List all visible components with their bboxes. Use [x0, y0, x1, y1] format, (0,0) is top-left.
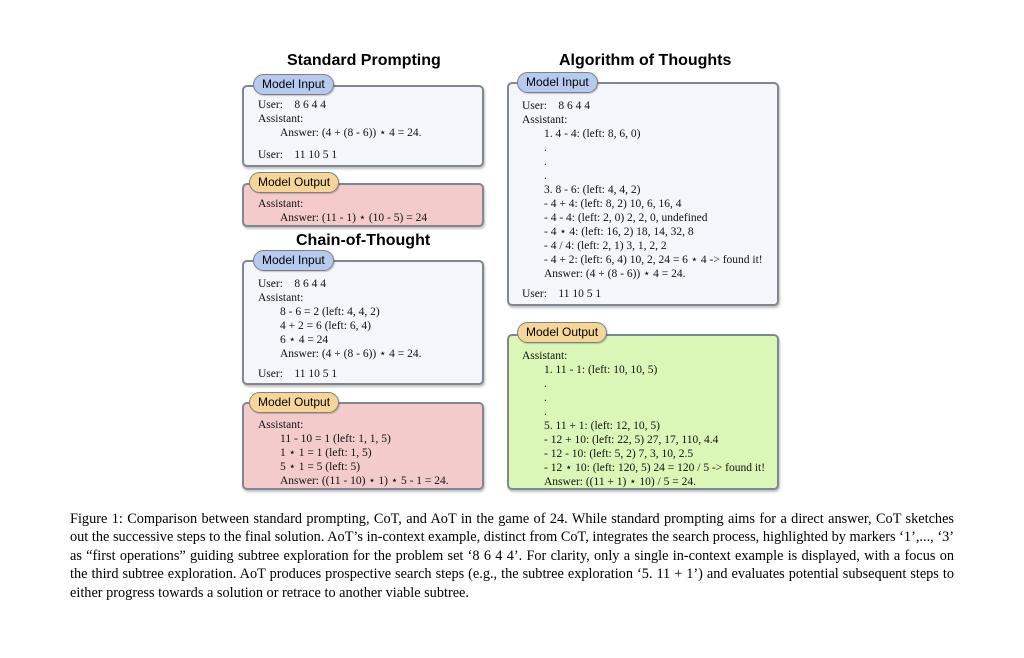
aot-input-line-sub1: - 4 + 4: (left: 8, 2) 10, 6, 16, 4 [544, 198, 682, 210]
aot-model-output-label: Model Output [517, 322, 608, 343]
aot-input-line-op3: 3. 8 - 6: (left: 4, 4, 2) [544, 184, 641, 196]
aot-model-input-label: Model Input [517, 72, 598, 93]
standard-input-box: User: 8 6 4 4 Assistant: Answer: (4 + (8… [242, 85, 484, 167]
cot-model-output-label: Model Output [249, 392, 340, 413]
chain-of-thought-title: Chain-of-Thought [296, 232, 431, 249]
aot-output-line-dot1: . [544, 378, 547, 390]
standard-prompting-title: Standard Prompting [287, 52, 441, 69]
std-input-line-assistant: Assistant: [258, 113, 304, 125]
cot-input-line-answer: Answer: (4 + (8 - 6)) ⋆ 4 = 24. [280, 348, 422, 360]
cot-input-line-assistant: Assistant: [258, 292, 304, 304]
cot-input-line-step3: 6 ⋆ 4 = 24 [280, 334, 329, 346]
std-input-line-user: User: 8 6 4 4 [258, 99, 327, 111]
aot-input-line-answer: Answer: (4 + (8 - 6)) ⋆ 4 = 24. [544, 268, 686, 280]
aot-input-box: User: 8 6 4 4 Assistant: 1. 4 - 4: (left… [507, 82, 779, 306]
cot-output-line-step2: 1 ⋆ 1 = 1 (left: 1, 5) [280, 447, 372, 459]
cot-output-box: Assistant: 11 - 10 = 1 (left: 1, 1, 5) 1… [242, 402, 484, 490]
aot-output-line-dot3: . [544, 406, 547, 418]
aot-input-line-sub2: - 4 - 4: (left: 2, 0) 2, 2, 0, undefined [544, 212, 708, 224]
std-model-input-label: Model Input [253, 74, 334, 95]
cot-input-box: User: 8 6 4 4 Assistant: 8 - 6 = 2 (left… [242, 260, 484, 385]
aot-input-line-user2: User: 11 10 5 1 [522, 288, 602, 300]
cot-output-line-step3: 5 ⋆ 1 = 5 (left: 5) [280, 461, 361, 473]
figure-caption: Figure 1: Comparison between standard pr… [70, 511, 954, 601]
cot-output-line-answer: Answer: ((11 - 10) ⋆ 1) ⋆ 5 - 1 = 24. [280, 475, 449, 487]
aot-output-line-answer: Answer: ((11 + 1) ⋆ 10) / 5 = 24. [544, 476, 696, 488]
standard-output-box: Assistant: Answer: (11 - 1) ⋆ (10 - 5) =… [242, 183, 484, 227]
aot-input-line-sub3: - 4 ⋆ 4: (left: 16, 2) 18, 14, 32, 8 [544, 226, 694, 238]
cot-input-line-user2: User: 11 10 5 1 [258, 368, 338, 380]
aot-input-line-dot1: . [544, 142, 547, 154]
cot-input-line-step2: 4 + 2 = 6 (left: 6, 4) [280, 320, 371, 332]
std-output-line-answer: Answer: (11 - 1) ⋆ (10 - 5) = 24 [280, 212, 428, 224]
aot-input-line-dot3: . [544, 170, 547, 182]
aot-output-line-sub2: - 12 - 10: (left: 5, 2) 7, 3, 10, 2.5 [544, 448, 694, 460]
aot-output-line-op1: 1. 11 - 1: (left: 10, 10, 5) [544, 364, 658, 376]
aot-output-line-op5: 5. 11 + 1: (left: 12, 10, 5) [544, 420, 660, 432]
cot-model-input-label: Model Input [253, 250, 334, 271]
aot-output-line-assistant: Assistant: [522, 350, 568, 362]
cot-output-line-step1: 11 - 10 = 1 (left: 1, 1, 5) [280, 433, 391, 445]
aot-input-line-assistant: Assistant: [522, 114, 568, 126]
aot-input-line-dot2: . [544, 156, 547, 168]
aot-output-box: Assistant: 1. 11 - 1: (left: 10, 10, 5) … [507, 334, 779, 490]
std-model-output-label: Model Output [249, 172, 340, 193]
aot-input-line-op1: 1. 4 - 4: (left: 8, 6, 0) [544, 128, 641, 140]
cot-output-line-assistant: Assistant: [258, 419, 304, 431]
cot-input-line-user: User: 8 6 4 4 [258, 278, 327, 290]
algorithm-of-thoughts-title: Algorithm of Thoughts [559, 52, 732, 69]
aot-output-line-sub1: - 12 + 10: (left: 22, 5) 27, 17, 110, 4.… [544, 434, 719, 446]
aot-output-line-sub3: - 12 ⋆ 10: (left: 120, 5) 24 = 120 / 5 -… [544, 462, 766, 474]
aot-input-line-sub4: - 4 / 4: (left: 2, 1) 3, 1, 2, 2 [544, 240, 667, 252]
aot-output-line-dot2: . [544, 392, 547, 404]
std-input-line-answer: Answer: (4 + (8 - 6)) ⋆ 4 = 24. [280, 127, 422, 139]
aot-input-line-sub5: - 4 + 2: (left: 6, 4) 10, 2, 24 = 6 ⋆ 4 … [544, 254, 763, 266]
std-input-line-user2: User: 11 10 5 1 [258, 149, 338, 161]
aot-input-line-user: User: 8 6 4 4 [522, 100, 591, 112]
std-output-line-assistant: Assistant: [258, 198, 304, 210]
cot-input-line-step1: 8 - 6 = 2 (left: 4, 4, 2) [280, 306, 380, 318]
